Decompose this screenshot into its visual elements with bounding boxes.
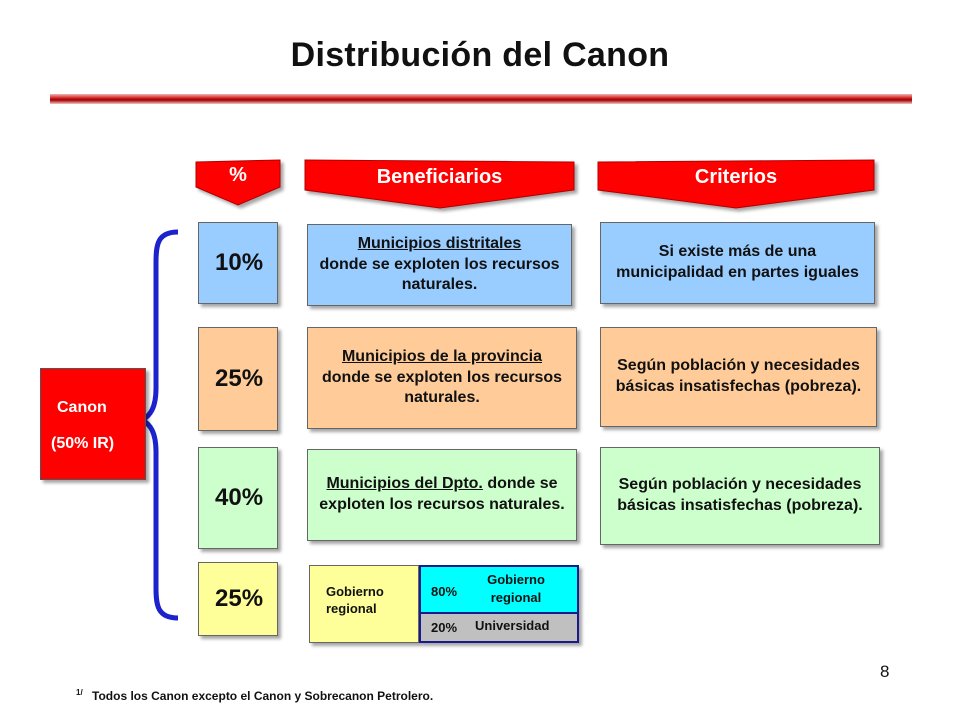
- beneficiarios-header-banner: [304, 159, 575, 209]
- curly-brace: [136, 229, 179, 621]
- criterios-header-label: Criterios: [694, 165, 778, 188]
- percent-value: 40%: [215, 484, 264, 511]
- beneficiario-box-gobierno-regional: Gobierno regional: [309, 565, 419, 643]
- footnote-marker: 1/: [76, 688, 83, 697]
- criterio-text: Según población y necesidades básicas in…: [617, 476, 863, 514]
- criterio-box-provincia: Según población y necesidades básicas in…: [600, 327, 877, 427]
- footnote: 1/ Todos los Canon excepto el Canon y So…: [76, 688, 433, 703]
- criterio-box-departamento: Según población y necesidades básicas in…: [600, 447, 880, 545]
- criterio-text: Según población y necesidades básicas in…: [615, 357, 862, 395]
- title-divider: [50, 94, 912, 104]
- beneficiario-box-distritales: Municipios distritales donde se exploten…: [307, 224, 572, 306]
- criterio-text: Si existe más de una municipalidad en pa…: [616, 243, 859, 281]
- split-label: Gobierno regional: [487, 572, 545, 605]
- distribution-split-box: 80% Gobierno regional 20% Universidad: [419, 565, 579, 643]
- criterio-box-distritales: Si existe más de una municipalidad en pa…: [600, 222, 875, 304]
- criterios-header-banner: [597, 159, 875, 209]
- beneficiario-title: Municipios de la provincia: [341, 347, 543, 365]
- split-percent: 80%: [431, 584, 458, 599]
- percent-box-40: 40%: [198, 447, 278, 549]
- percent-box-25-regional: 25%: [198, 562, 278, 636]
- canon-box: Canon (50% IR): [40, 368, 146, 480]
- beneficiario-detail: donde se exploten los recursos naturales…: [321, 368, 563, 407]
- beneficiario-title: Municipios distritales: [357, 234, 522, 252]
- beneficiario-box-departamento: Municipios del Dpto. donde se exploten l…: [307, 449, 577, 541]
- beneficiarios-header-label: Beneficiarios: [376, 165, 503, 188]
- beneficiario-title: Gobierno regional: [326, 584, 384, 616]
- split-universidad: 20% Universidad: [421, 614, 577, 641]
- percent-header-banner: [195, 159, 281, 206]
- percent-header-label: %: [229, 163, 247, 186]
- canon-ir-label: (50% IR): [51, 435, 115, 452]
- percent-box-10: 10%: [198, 222, 278, 304]
- split-gobierno-regional: 80% Gobierno regional: [421, 567, 577, 614]
- canon-label: Canon: [57, 399, 107, 416]
- beneficiario-title: Municipios del Dpto.: [326, 475, 483, 493]
- split-percent: 20%: [431, 620, 458, 635]
- page-title: Distribución del Canon: [290, 36, 670, 74]
- beneficiario-box-provincia: Municipios de la provincia donde se expl…: [307, 327, 577, 429]
- percent-value: 25%: [215, 365, 264, 392]
- footnote-text: Todos los Canon excepto el Canon y Sobre…: [92, 689, 434, 703]
- percent-box-25-provincia: 25%: [198, 327, 278, 431]
- beneficiario-detail: donde se exploten los recursos naturales…: [319, 255, 560, 294]
- percent-value: 25%: [215, 585, 264, 612]
- split-label: Universidad: [475, 618, 550, 633]
- beneficiario-detail: donde se exploten los recursos naturales…: [319, 475, 565, 513]
- page-number: 8: [880, 662, 890, 681]
- percent-value: 10%: [215, 249, 264, 276]
